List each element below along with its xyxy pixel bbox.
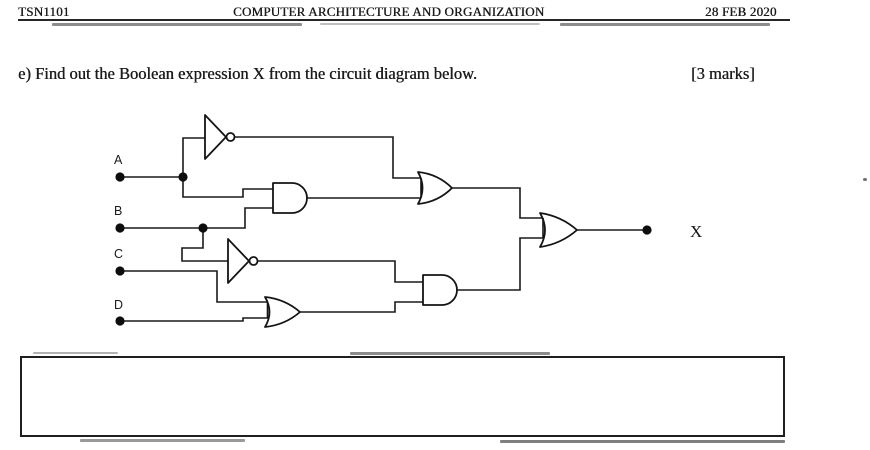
wire-input-d-to-or2 bbox=[120, 317, 268, 322]
terminal-x bbox=[642, 225, 652, 235]
scan-smudge bbox=[560, 23, 770, 26]
input-label-a: A bbox=[114, 153, 123, 167]
scan-smudge bbox=[320, 23, 540, 25]
input-label-b: B bbox=[114, 204, 122, 218]
header-course-code: TSN1101 bbox=[18, 4, 70, 19]
scan-smudge bbox=[500, 440, 785, 443]
question-marks: [3 marks] bbox=[691, 64, 755, 83]
and-gate-2 bbox=[422, 274, 458, 306]
and-gate-1 bbox=[272, 182, 308, 214]
wire-or1-to-or3 bbox=[452, 187, 544, 219]
header-exam-date: 28 FEB 2020 bbox=[705, 4, 777, 19]
not-gate-2 bbox=[227, 238, 259, 284]
circuit-gates bbox=[204, 114, 578, 328]
terminal-d bbox=[115, 316, 125, 326]
wire-not1-to-or1 bbox=[234, 136, 423, 179]
wire-b-to-and1 bbox=[203, 207, 274, 229]
circuit-labels: A B C D X bbox=[114, 153, 702, 312]
wire-or2-to-and2 bbox=[300, 301, 424, 313]
circuit-wires bbox=[120, 136, 647, 322]
answer-box bbox=[20, 356, 785, 437]
not-gate-1 bbox=[204, 114, 236, 160]
scan-smudge bbox=[80, 439, 245, 442]
input-label-c: C bbox=[114, 247, 123, 261]
junction-b bbox=[198, 223, 208, 233]
terminal-b bbox=[115, 223, 125, 233]
scan-speck bbox=[863, 178, 867, 181]
wire-a-to-and1 bbox=[182, 177, 274, 198]
input-label-d: D bbox=[114, 298, 123, 312]
or-gate-1 bbox=[417, 171, 453, 205]
or-gate-3 bbox=[539, 212, 578, 248]
wire-not2-to-and2 bbox=[257, 260, 424, 283]
or-gate-2 bbox=[264, 296, 301, 328]
wire-input-c-to-or2 bbox=[120, 270, 268, 303]
question-text: e) Find out the Boolean expression X fro… bbox=[18, 64, 477, 83]
junction-a bbox=[178, 172, 188, 182]
output-label-x: X bbox=[690, 222, 702, 241]
header-course-title: COMPUTER ARCHITECTURE AND ORGANIZATION bbox=[233, 4, 545, 19]
wire-a-to-not1 bbox=[182, 137, 205, 177]
wire-and2-to-or3 bbox=[457, 237, 544, 291]
scan-smudge bbox=[350, 352, 550, 355]
scan-smudge bbox=[52, 23, 302, 26]
terminal-a bbox=[115, 172, 125, 182]
wire-b-to-not2 bbox=[181, 228, 228, 262]
terminal-c bbox=[115, 266, 125, 276]
header-rule bbox=[18, 19, 790, 21]
circuit-terminals bbox=[115, 172, 652, 326]
scan-smudge bbox=[33, 352, 118, 354]
